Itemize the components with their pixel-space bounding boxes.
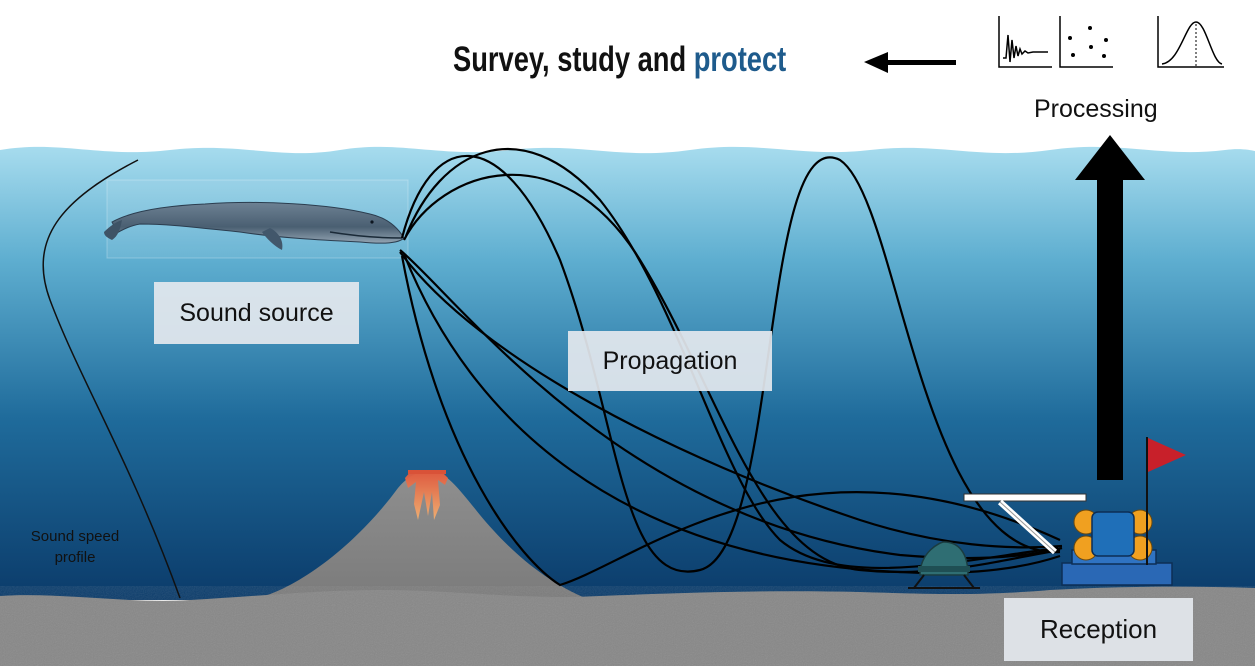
volcano-glow-icon (405, 470, 448, 520)
reception-instrument-icon (1061, 437, 1186, 586)
scatter-plot-icon (1059, 16, 1113, 68)
volcano (250, 470, 590, 600)
hydrophone-arm (963, 493, 1087, 555)
flag-icon (1148, 438, 1186, 472)
ssp-line-2: profile (54, 549, 96, 566)
blue-whale-icon (104, 201, 405, 250)
page-title: Survey, study and protect (453, 40, 786, 80)
distribution-plot-icon (1157, 16, 1224, 68)
processing-label: Processing (1034, 95, 1158, 123)
title-prefix: Survey, study and (453, 40, 694, 79)
sound-speed-profile-label: Sound speed profile (16, 526, 134, 568)
sound-speed-profile-curve (42, 159, 181, 599)
reception-label: Reception (1004, 598, 1193, 661)
ssp-line-1: Sound speed (30, 528, 120, 545)
waveform-plot-icon (998, 16, 1052, 68)
title-accent: protect (693, 40, 787, 79)
propagation-label: Propagation (568, 331, 772, 391)
up-arrow-icon (1075, 135, 1145, 480)
left-arrow-icon (864, 52, 956, 73)
lander-icon (908, 541, 980, 589)
sound-source-label: Sound source (154, 282, 359, 344)
